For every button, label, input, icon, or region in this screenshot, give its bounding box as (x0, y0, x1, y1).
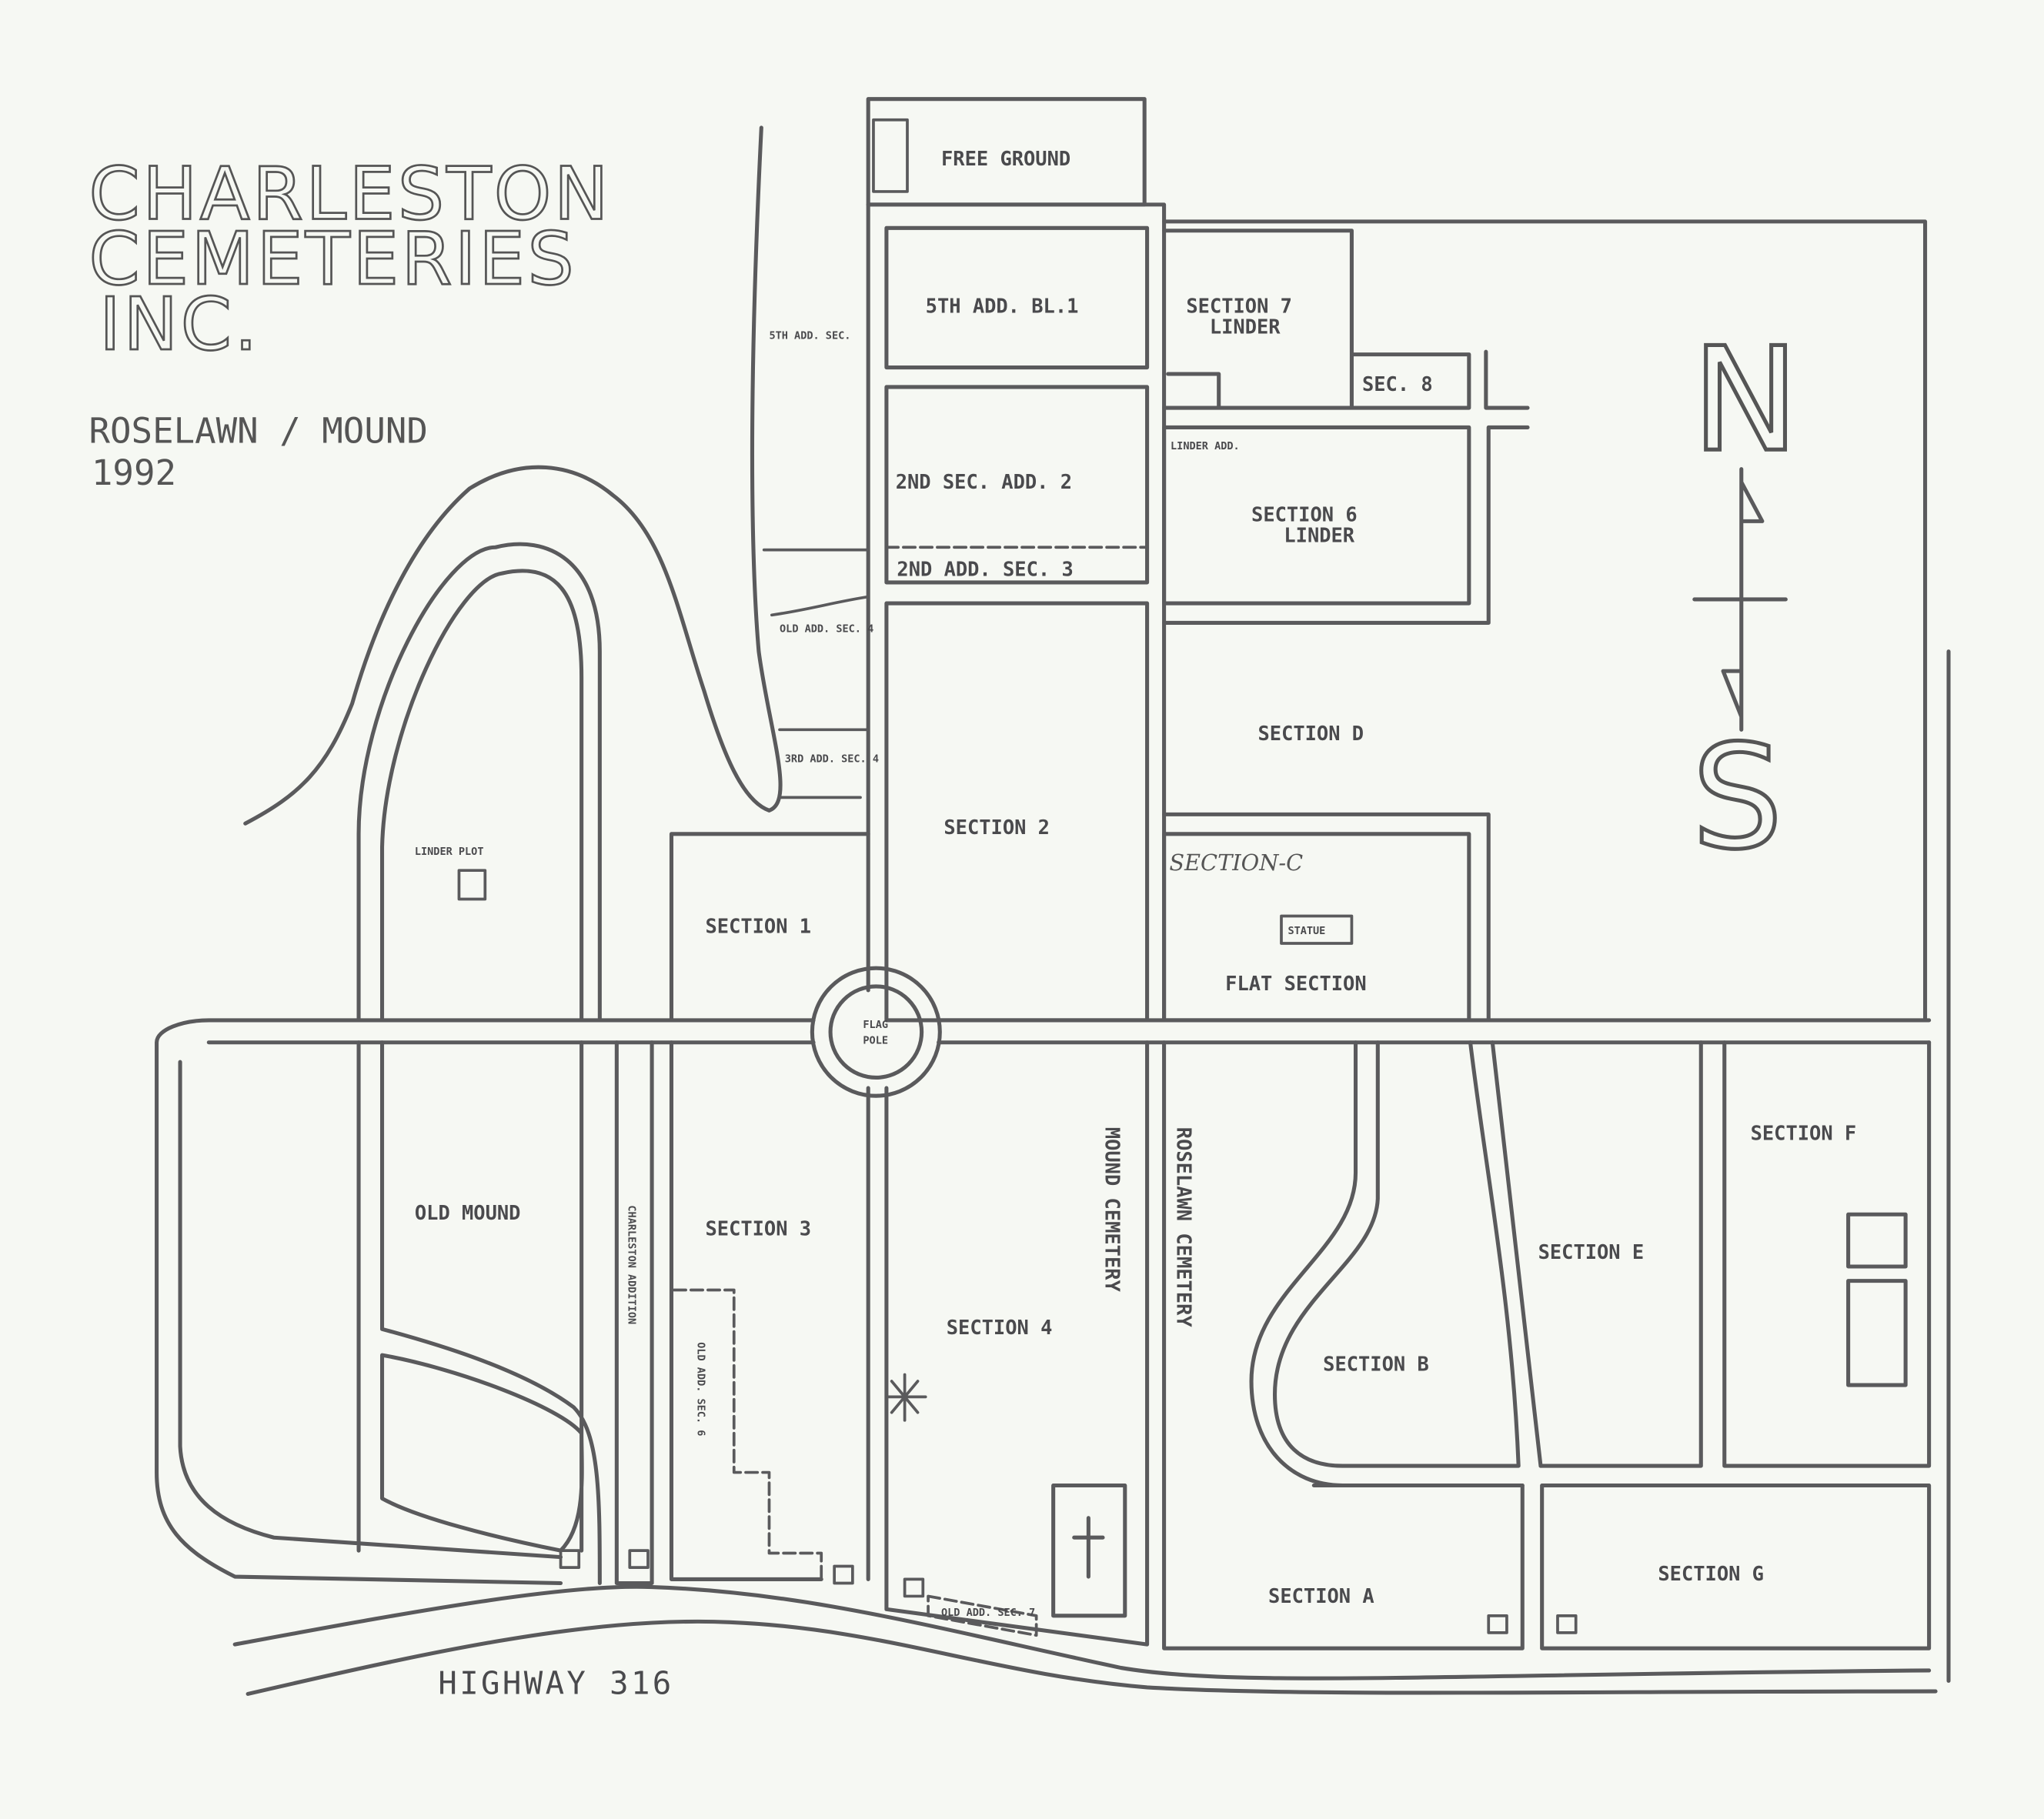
marker (1556, 1614, 1578, 1634)
old-add-sec7-plot (927, 1594, 1038, 1637)
linder-add-label: LINDER ADD. (1171, 440, 1240, 452)
third-add-sec-label: 3RD ADD. SEC. 4 (785, 753, 879, 766)
charleston-addition-strip (614, 1040, 870, 1586)
marker (559, 1549, 581, 1570)
marker (1487, 1614, 1508, 1634)
central-road (866, 202, 1167, 1023)
statue-box (1280, 914, 1354, 945)
old-mound-label: OLD MOUND (415, 1201, 521, 1224)
section7-plot (1162, 229, 1530, 410)
section-b-label: SECTION B (1323, 1352, 1429, 1375)
fifth-add-bl1-label: 5TH ADD. BL.1 (926, 294, 1079, 317)
linder-plot-marker (457, 869, 487, 901)
charleston-addition-label: CHARLESTON ADDITION (626, 1205, 638, 1324)
mound-cemetery-label: MOUND CEMETERY (1100, 1127, 1124, 1293)
sec8-label: SEC. 8 (1362, 372, 1433, 396)
section7-sub-label: LINDER (1210, 315, 1281, 339)
section1-label: SECTION 1 (706, 914, 812, 937)
flag-pole-label-2: POLE (863, 1034, 888, 1046)
section7-label: SECTION 7 (1186, 294, 1292, 317)
fifth-add-sec-label: 5TH ADD. SEC. (769, 329, 850, 342)
statue-label: STATUE (1288, 925, 1325, 937)
tree-icon (885, 1373, 927, 1422)
section4-label: SECTION 4 (947, 1316, 1053, 1339)
roselawn-cemetery-label: ROSELAWN CEMETERY (1173, 1127, 1196, 1328)
compass-north: N (1692, 316, 1799, 483)
compass-south: S (1692, 714, 1782, 881)
old-add-sec4-label: OLD ADD. SEC. 4 (780, 622, 873, 635)
north-south-compass: N S (1690, 315, 1801, 883)
second-sec-add2-plot (884, 385, 1150, 585)
section-d-label: SECTION D (1258, 722, 1364, 745)
section-g-plot (1540, 1483, 1932, 1650)
section-b-road (1249, 1040, 1543, 1488)
section2-plot (884, 601, 1150, 1023)
subtitle: ROSELAWN / MOUND (89, 411, 428, 452)
old-mound-loop (178, 1040, 602, 1586)
title-line-2: CEMETERIES (89, 217, 577, 302)
free-ground-label: FREE GROUND (941, 147, 1070, 170)
section2-label: SECTION 2 (944, 816, 1050, 839)
main-road (155, 1018, 1932, 1586)
flag-pole-label-1: FLAG (863, 1019, 888, 1031)
section-f-label: SECTION F (1751, 1122, 1857, 1145)
creek (243, 125, 783, 826)
title-line-3: INC. (99, 282, 260, 367)
title-line-1: CHARLESTON (89, 152, 612, 236)
roselawn-boundary (1162, 1040, 1525, 1650)
section6-sub-label: LINDER (1284, 523, 1354, 546)
section-d-plot (1162, 812, 1491, 1023)
section-f-box-1 (1846, 1212, 1908, 1269)
flat-section-label: FLAT SECTION (1225, 972, 1366, 995)
storage-box (872, 118, 909, 193)
old-add-sec7-label: OLD ADD. SEC. 7 (941, 1607, 1035, 1619)
second-add-sec3-label: 2ND ADD. SEC. 3 (897, 557, 1073, 580)
section4-plot (884, 1040, 1150, 1647)
chapel-box (1051, 1483, 1127, 1618)
marker (903, 1577, 925, 1598)
old-add-sec6-plot (672, 1288, 823, 1581)
old-add-sec6-label: OLD ADD. SEC. 6 (694, 1342, 706, 1436)
section6-plot (1162, 425, 1471, 606)
cross-icon (1072, 1516, 1105, 1579)
second-sec-add2-label: 2ND SEC. ADD. 2 (896, 470, 1072, 493)
creek-lines (762, 548, 870, 799)
linder-plot-label: LINDER PLOT (415, 846, 484, 858)
section-a-label: SECTION A (1268, 1584, 1374, 1607)
highway-316 (232, 1584, 1938, 1696)
section6-label: SECTION 6 (1251, 502, 1358, 526)
section-e-f-plots (1538, 1040, 1932, 1468)
map-title: CHARLESTON CEMETERIES INC. ROSELAWN / MO… (88, 151, 612, 493)
road (1162, 425, 1530, 625)
highway-label: HIGHWAY 316 (438, 1664, 673, 1701)
year: 1992 (92, 452, 176, 493)
section1-plot (669, 832, 870, 1023)
fifth-add-bl1-plot (884, 225, 1150, 370)
section-f-box-2 (1846, 1279, 1908, 1387)
marker (628, 1549, 650, 1570)
flag-pole-circle-inner (828, 984, 924, 1080)
marker (833, 1564, 854, 1585)
section-g-label: SECTION G (1658, 1562, 1764, 1585)
section-c-handwritten-label: SECTION-C (1169, 849, 1303, 876)
section3-label: SECTION 3 (706, 1217, 812, 1240)
northeast-boundary (1162, 219, 1928, 1023)
section-e-label: SECTION E (1538, 1240, 1645, 1263)
linder-loop-road (356, 542, 602, 1023)
flag-pole-circle-outer (810, 966, 942, 1098)
